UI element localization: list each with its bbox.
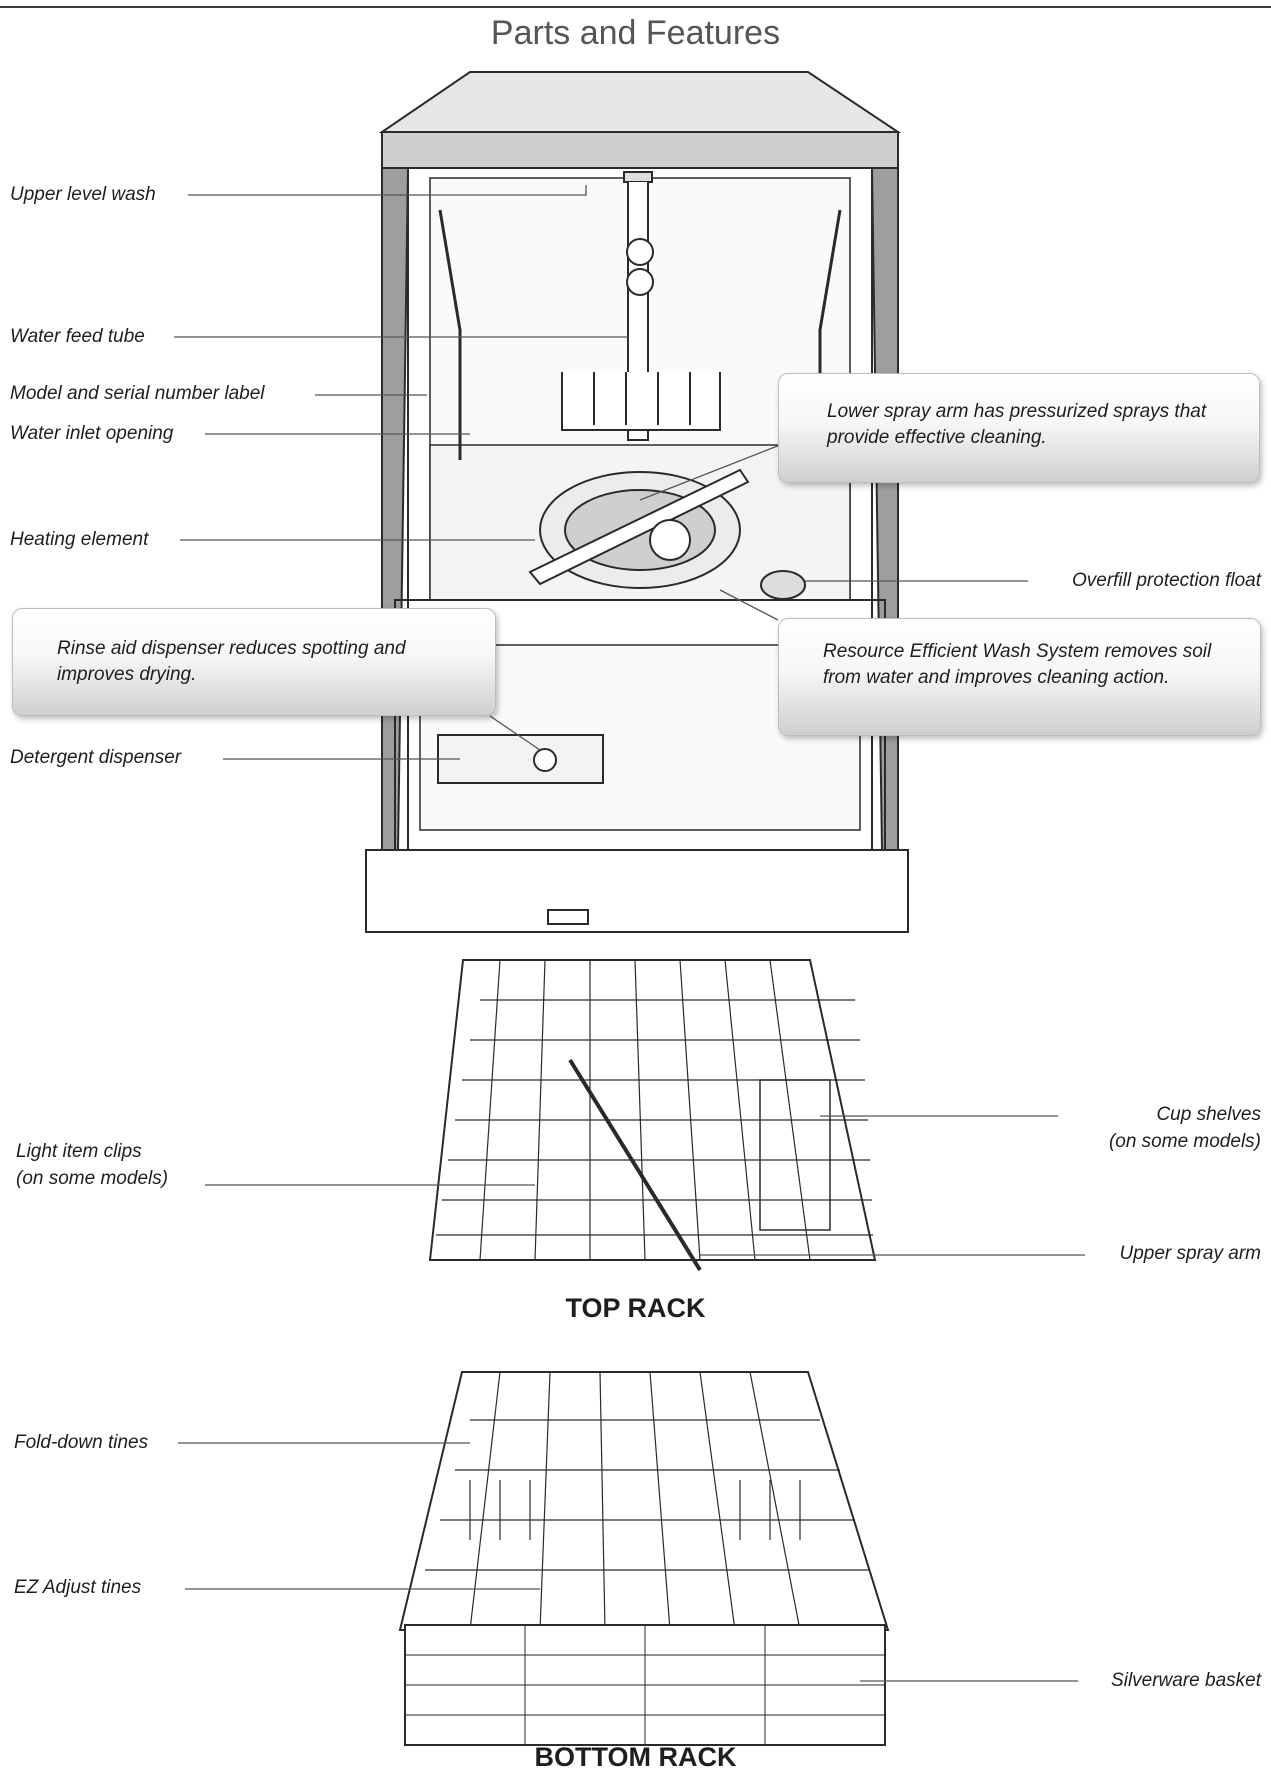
- overfill-float-shape: [760, 570, 806, 600]
- cup-shelf-shape: [759, 1079, 831, 1231]
- filter-cap: [649, 519, 691, 561]
- label-model-serial-number: Model and serial number label: [10, 383, 265, 404]
- label-cup-shelves-line2: (on some models): [1108, 1131, 1261, 1152]
- label-fold-down-tines: Fold-down tines: [14, 1432, 149, 1453]
- label-ez-adjust-tines: EZ Adjust tines: [14, 1577, 142, 1598]
- filter-fins: [561, 372, 721, 431]
- dishwasher-top-front: [381, 131, 899, 169]
- label-upper-spray-arm: Upper spray arm: [1119, 1243, 1262, 1264]
- label-heating-element: Heating element: [10, 529, 149, 550]
- callout-wash-system: Resource Efficient Wash System removes s…: [778, 618, 1261, 736]
- label-cup-shelves: Cup shelves (on some models): [1109, 1101, 1261, 1155]
- label-upper-level-wash: Upper level wash: [10, 184, 156, 205]
- label-light-item-clips-line2: (on some models): [16, 1168, 169, 1189]
- leader-wash-system: [719, 589, 779, 621]
- detergent-dispenser-shape: [437, 734, 604, 784]
- door-base: [365, 849, 909, 933]
- rinse-aid-cap: [533, 748, 557, 772]
- upper-spray-arm-shape: [568, 1058, 702, 1272]
- leader-lower-spray: [639, 444, 781, 501]
- feed-tube-valve-2: [626, 268, 654, 296]
- label-overfill-protection-float: Overfill protection float: [1071, 570, 1261, 591]
- lower-spray-arm-shape: [528, 468, 750, 586]
- leader-upper-level-wash: [188, 185, 587, 196]
- top-rack-frame: [428, 959, 877, 1261]
- bottom-rack-title: BOTTOM RACK: [534, 1742, 737, 1772]
- door-latch: [547, 909, 589, 925]
- callout-rinse-aid-dispenser: Rinse aid dispenser reduces spotting and…: [12, 608, 496, 716]
- callout-lower-spray-arm: Lower spray arm has pressurized sprays t…: [778, 373, 1260, 483]
- top-rule: [0, 6, 1271, 8]
- top-rack-title: TOP RACK: [565, 1293, 706, 1323]
- bottom-rack-wires: [425, 1371, 870, 1631]
- bottom-rack-frame: [398, 1371, 890, 1631]
- label-silverware-basket: Silverware basket: [1111, 1670, 1261, 1691]
- dishwasher-top-panel: [378, 71, 902, 133]
- leader-rinse-aid: [489, 715, 541, 751]
- label-water-feed-tube: Water feed tube: [10, 326, 145, 347]
- label-detergent-dispenser: Detergent dispenser: [10, 747, 182, 768]
- label-cup-shelves-line1: Cup shelves: [1156, 1104, 1261, 1125]
- silverware-basket-grid: [405, 1625, 885, 1745]
- feed-tube-valve-1: [626, 238, 654, 266]
- left-rack-rail: [438, 209, 462, 460]
- top-rack-wires: [436, 959, 873, 1261]
- upper-level-wash-nozzle: [623, 171, 653, 183]
- label-water-inlet-opening: Water inlet opening: [10, 423, 174, 444]
- page-title: Parts and Features: [490, 14, 781, 52]
- label-light-item-clips-line1: Light item clips: [16, 1141, 142, 1162]
- label-light-item-clips: Light item clips (on some models): [16, 1138, 168, 1192]
